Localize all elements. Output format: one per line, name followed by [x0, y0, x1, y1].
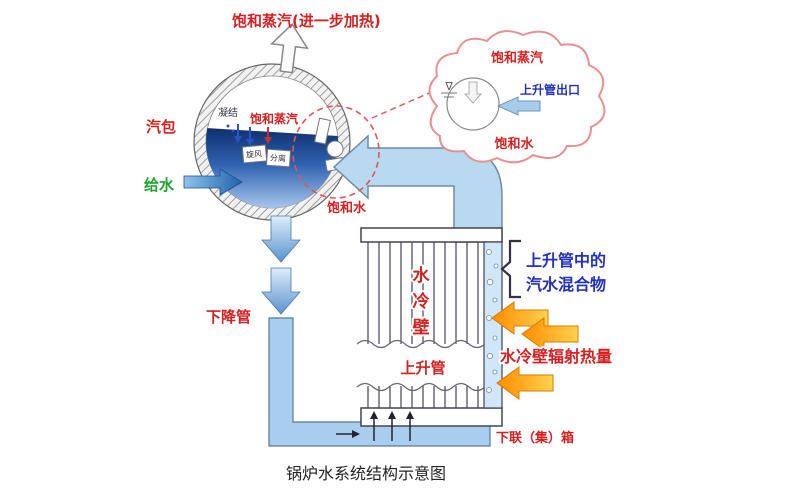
steam-drum: 旋风 分离 — [193, 63, 351, 221]
zoom-callout-line — [371, 89, 437, 119]
cloud-callout: ∇ 饱和蒸汽 上升管出口 饱和水 — [428, 30, 606, 164]
riser-label: 上升管 — [400, 359, 445, 377]
downcomer-arrow-2 — [261, 267, 301, 315]
separator-sketch-arrow — [464, 81, 482, 104]
cloud-riser-outlet-label: 上升管出口 — [520, 82, 580, 97]
diagram-caption: 锅炉水系统结构示意图 — [286, 464, 446, 483]
bottom-flow-arrows — [336, 411, 414, 441]
downcomer-arrow-1 — [261, 215, 301, 263]
break-wave-top — [356, 339, 486, 349]
downcomer-label: 下降管 — [206, 308, 251, 326]
condensation-arrows — [226, 124, 272, 146]
riser-outlet-arrow — [496, 96, 541, 116]
water-wall-label-char-1: 水 — [413, 265, 431, 286]
cloud-saturated-water-label: 饱和水 — [493, 136, 534, 152]
feedwater-arrow — [183, 168, 243, 196]
break-wave-bottom — [356, 382, 486, 392]
saturated-water-label: 饱和水 — [326, 200, 367, 216]
zoom-callout-ellipse — [292, 105, 380, 199]
water-wall-label-char-2: 冷 — [413, 291, 430, 312]
mixture-bracket — [500, 239, 521, 299]
cloud-saturated-steam-label: 饱和蒸汽 — [490, 50, 543, 66]
lower-header-label: 下联（集）箱 — [496, 430, 574, 446]
mixture-label-line-1: 上升管中的 — [526, 251, 606, 270]
drum-water — [206, 128, 338, 208]
steam-bubbles — [486, 249, 499, 393]
drum-label: 汽包 — [146, 118, 176, 136]
upper-header — [360, 227, 503, 243]
tube-break-band — [358, 344, 485, 386]
top-steam-label: 饱和蒸汽(进一步加热) — [232, 12, 381, 30]
separator-tag-a: 旋风 — [246, 148, 263, 159]
drum-separator-internals — [241, 117, 345, 172]
separator-tag-b: 分离 — [270, 152, 287, 163]
water-wall-bundle — [356, 227, 503, 427]
water-level-symbol: ∇ — [444, 80, 453, 93]
water-wall-label-char-3: 壁 — [413, 317, 430, 338]
steam-outlet-arrow — [269, 23, 309, 74]
separator-sketch — [446, 77, 500, 131]
mixture-label-line-2: 汽水混合物 — [526, 275, 606, 294]
lower-header — [360, 407, 503, 427]
radiation-heat-arrows — [491, 301, 579, 400]
heat-arrow-2 — [521, 317, 579, 351]
drum-saturated-steam-label: 饱和蒸汽 — [250, 111, 298, 126]
feedwater-label: 给水 — [144, 176, 175, 194]
condensation-label: 凝结 — [218, 106, 238, 119]
radiation-heat-label: 水冷壁辐射热量 — [500, 347, 612, 366]
downcomer — [261, 215, 491, 447]
heat-arrow-3 — [496, 366, 554, 400]
